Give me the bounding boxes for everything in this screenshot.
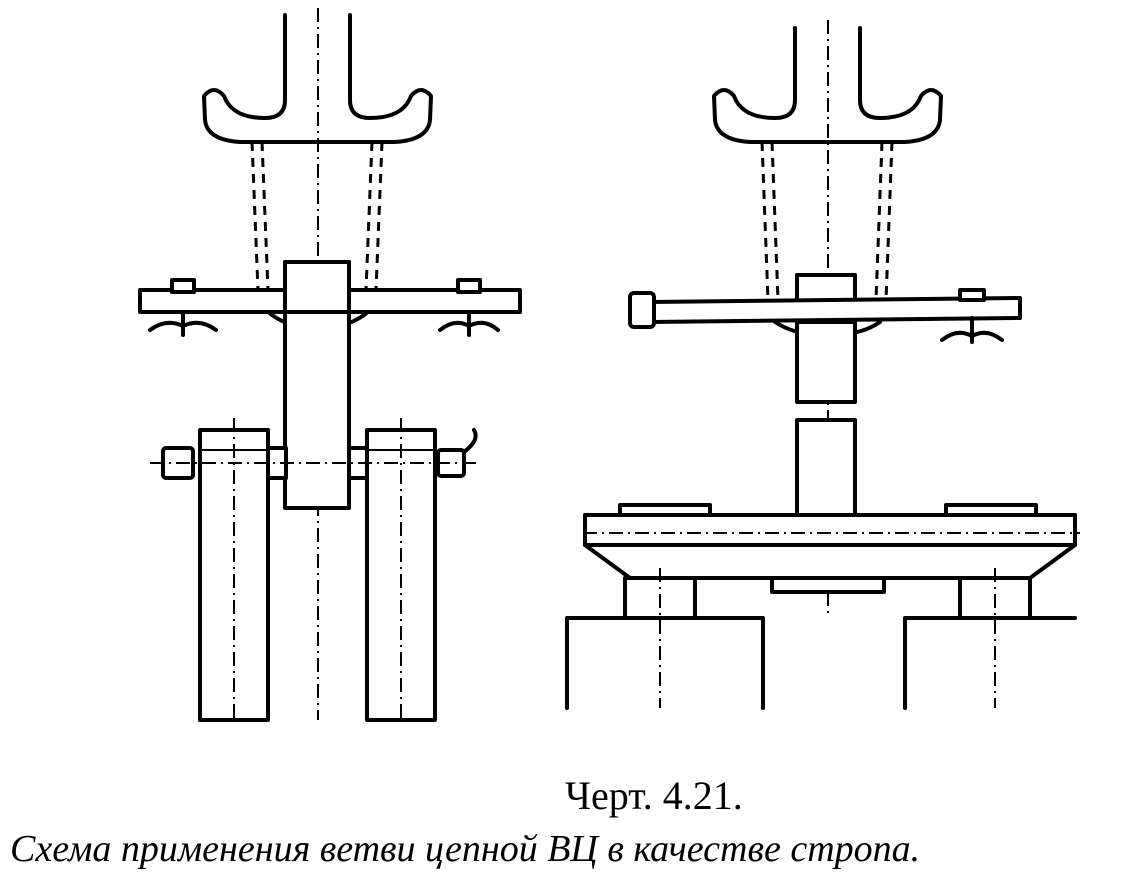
right-view [565,20,1080,710]
figure-number: Черт. 4.21. [565,773,743,818]
right-hook [712,26,943,144]
technical-drawing [138,8,1080,722]
left-cross-pin [150,428,480,480]
left-chain-branch [250,141,384,291]
right-base-plate [583,503,1080,594]
right-lifting-shaft-lower [795,418,857,517]
left-beam-bolt-right [438,278,500,337]
right-support-column-left [565,568,765,710]
right-support-column-right [903,568,1077,710]
figure-title: Схема применения ветви цепной ВЦ в качес… [10,828,921,870]
left-view [138,8,522,722]
left-shaft-top [283,260,351,314]
right-chain-branch [760,141,894,301]
left-support-column-right [365,418,437,722]
right-beam-bolt [940,288,1004,344]
left-support-column-left [198,418,270,722]
right-beam-handle [628,291,656,329]
right-lifting-shaft-upper [795,320,857,404]
left-beam-bolt-left [148,278,218,337]
